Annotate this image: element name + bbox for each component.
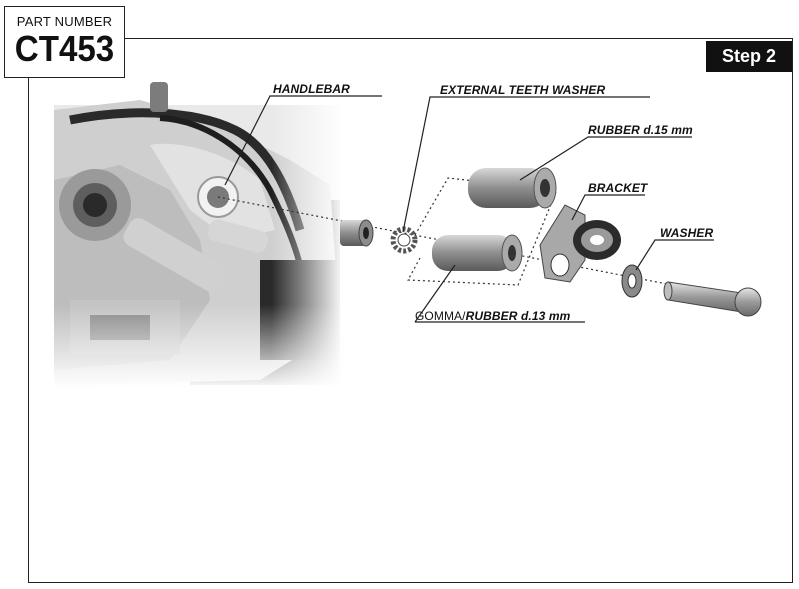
washer-part: [621, 264, 643, 298]
bracket-part: [539, 204, 621, 283]
rubber-13-part: [432, 234, 523, 272]
rubber-15-part: [468, 167, 557, 209]
label-washer: WASHER: [660, 226, 714, 240]
content-frame: [28, 38, 793, 583]
step-badge: Step 2: [706, 41, 792, 72]
handlebar-photo: [54, 82, 344, 390]
label-bracket: BRACKET: [588, 181, 648, 195]
part-number-box: PART NUMBER CT453: [4, 6, 125, 78]
spacer-part: [340, 219, 374, 247]
label-handlebar: HANDLEBAR: [273, 82, 350, 96]
callout-leader-lines: [224, 95, 714, 323]
part-number-code: CT453: [14, 28, 115, 69]
external-teeth-washer-part: [390, 226, 418, 254]
rubber-parts-group-outline: [407, 177, 557, 286]
part-number-label: PART NUMBER: [16, 14, 113, 29]
label-rubber-15-text: RUBBER d.15 mm: [588, 123, 693, 137]
bolt-part: [663, 281, 762, 317]
label-external-teeth-washer: EXTERNAL TEETH WASHER: [440, 83, 606, 97]
label-rubber-13-text: RUBBER d.13 mm: [465, 309, 571, 323]
label-rubber-15: RUBBER d.15 mm: [588, 123, 693, 137]
label-rubber-13: GOMMA/RUBBER d.13 mm: [415, 309, 570, 323]
label-rubber-13-prefix: GOMMA/: [415, 309, 466, 323]
